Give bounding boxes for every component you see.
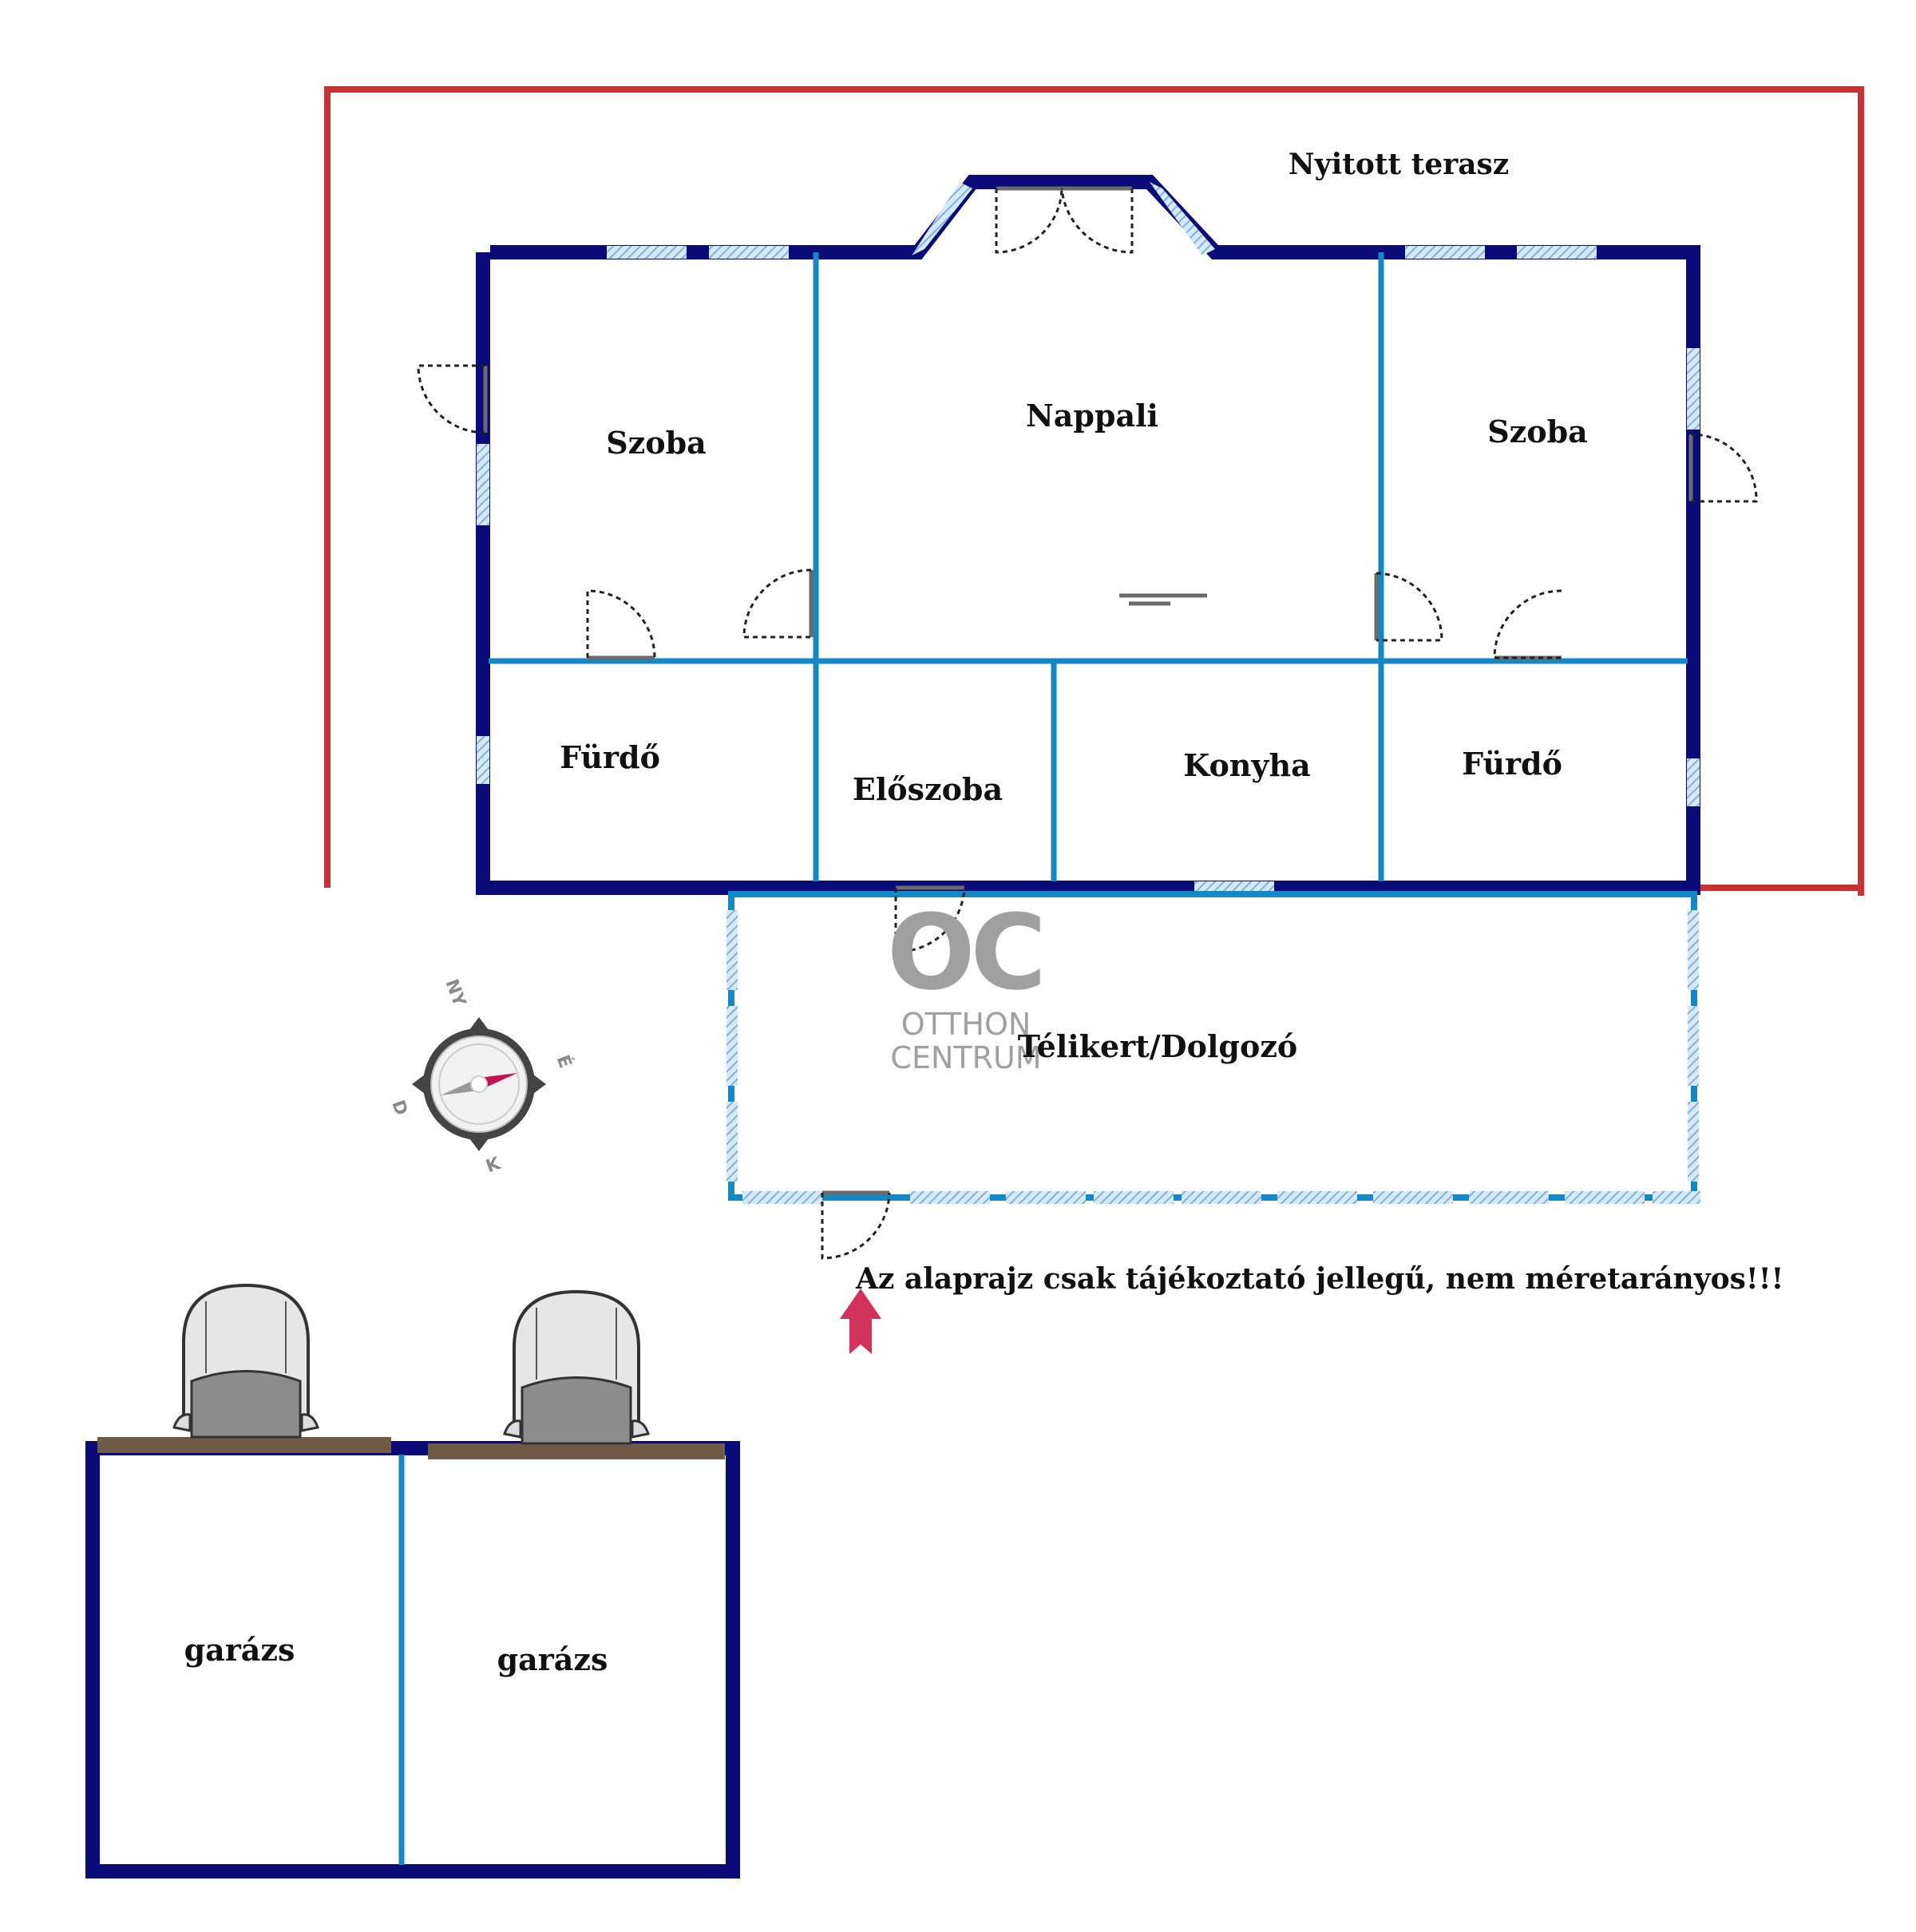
house-inner-walls: [489, 252, 1688, 881]
house-outer-walls: [476, 175, 1700, 895]
label-bath-left: Fürdő: [560, 739, 660, 775]
label-garage-left: garázs: [184, 1632, 295, 1668]
entrance-arrow-icon: [840, 1289, 881, 1354]
disclaimer-text: Az alaprajz csak tájékoztató jellegű, ne…: [855, 1262, 1783, 1296]
label-room-left: Szoba: [606, 425, 707, 461]
label-room-right: Szoba: [1487, 414, 1588, 449]
terrace-outline: [324, 86, 1864, 896]
watermark-logo: OC: [887, 892, 1042, 1013]
label-winter-garden: Télikert/Dolgozó: [1018, 1028, 1298, 1064]
label-terrace: Nyitott terasz: [1289, 148, 1509, 181]
label-bath-right: Fürdő: [1462, 746, 1562, 782]
label-living: Nappali: [1026, 398, 1158, 434]
doors: [417, 186, 1758, 1260]
winter-garden-walls: [726, 891, 1700, 1204]
windows: [477, 182, 1700, 894]
garage: [85, 1437, 740, 1879]
label-garage-right: garázs: [497, 1641, 608, 1677]
car-icon: [172, 1283, 319, 1439]
compass-label-east: K: [483, 1154, 503, 1178]
label-hall: Előszoba: [853, 771, 1003, 807]
label-kitchen: Konyha: [1183, 747, 1311, 783]
garage-door-right: [428, 1443, 725, 1459]
watermark-line1: OTTHON: [901, 1007, 1031, 1042]
compass-icon: [412, 1017, 546, 1151]
compass-label-west: NY: [441, 976, 469, 1010]
car-icon: [503, 1289, 650, 1445]
compass-label-north: É: [552, 1052, 576, 1071]
compass-label-south: D: [387, 1098, 411, 1118]
watermark-line2: CENTRUM: [890, 1040, 1041, 1075]
garage-door-left: [97, 1437, 391, 1453]
